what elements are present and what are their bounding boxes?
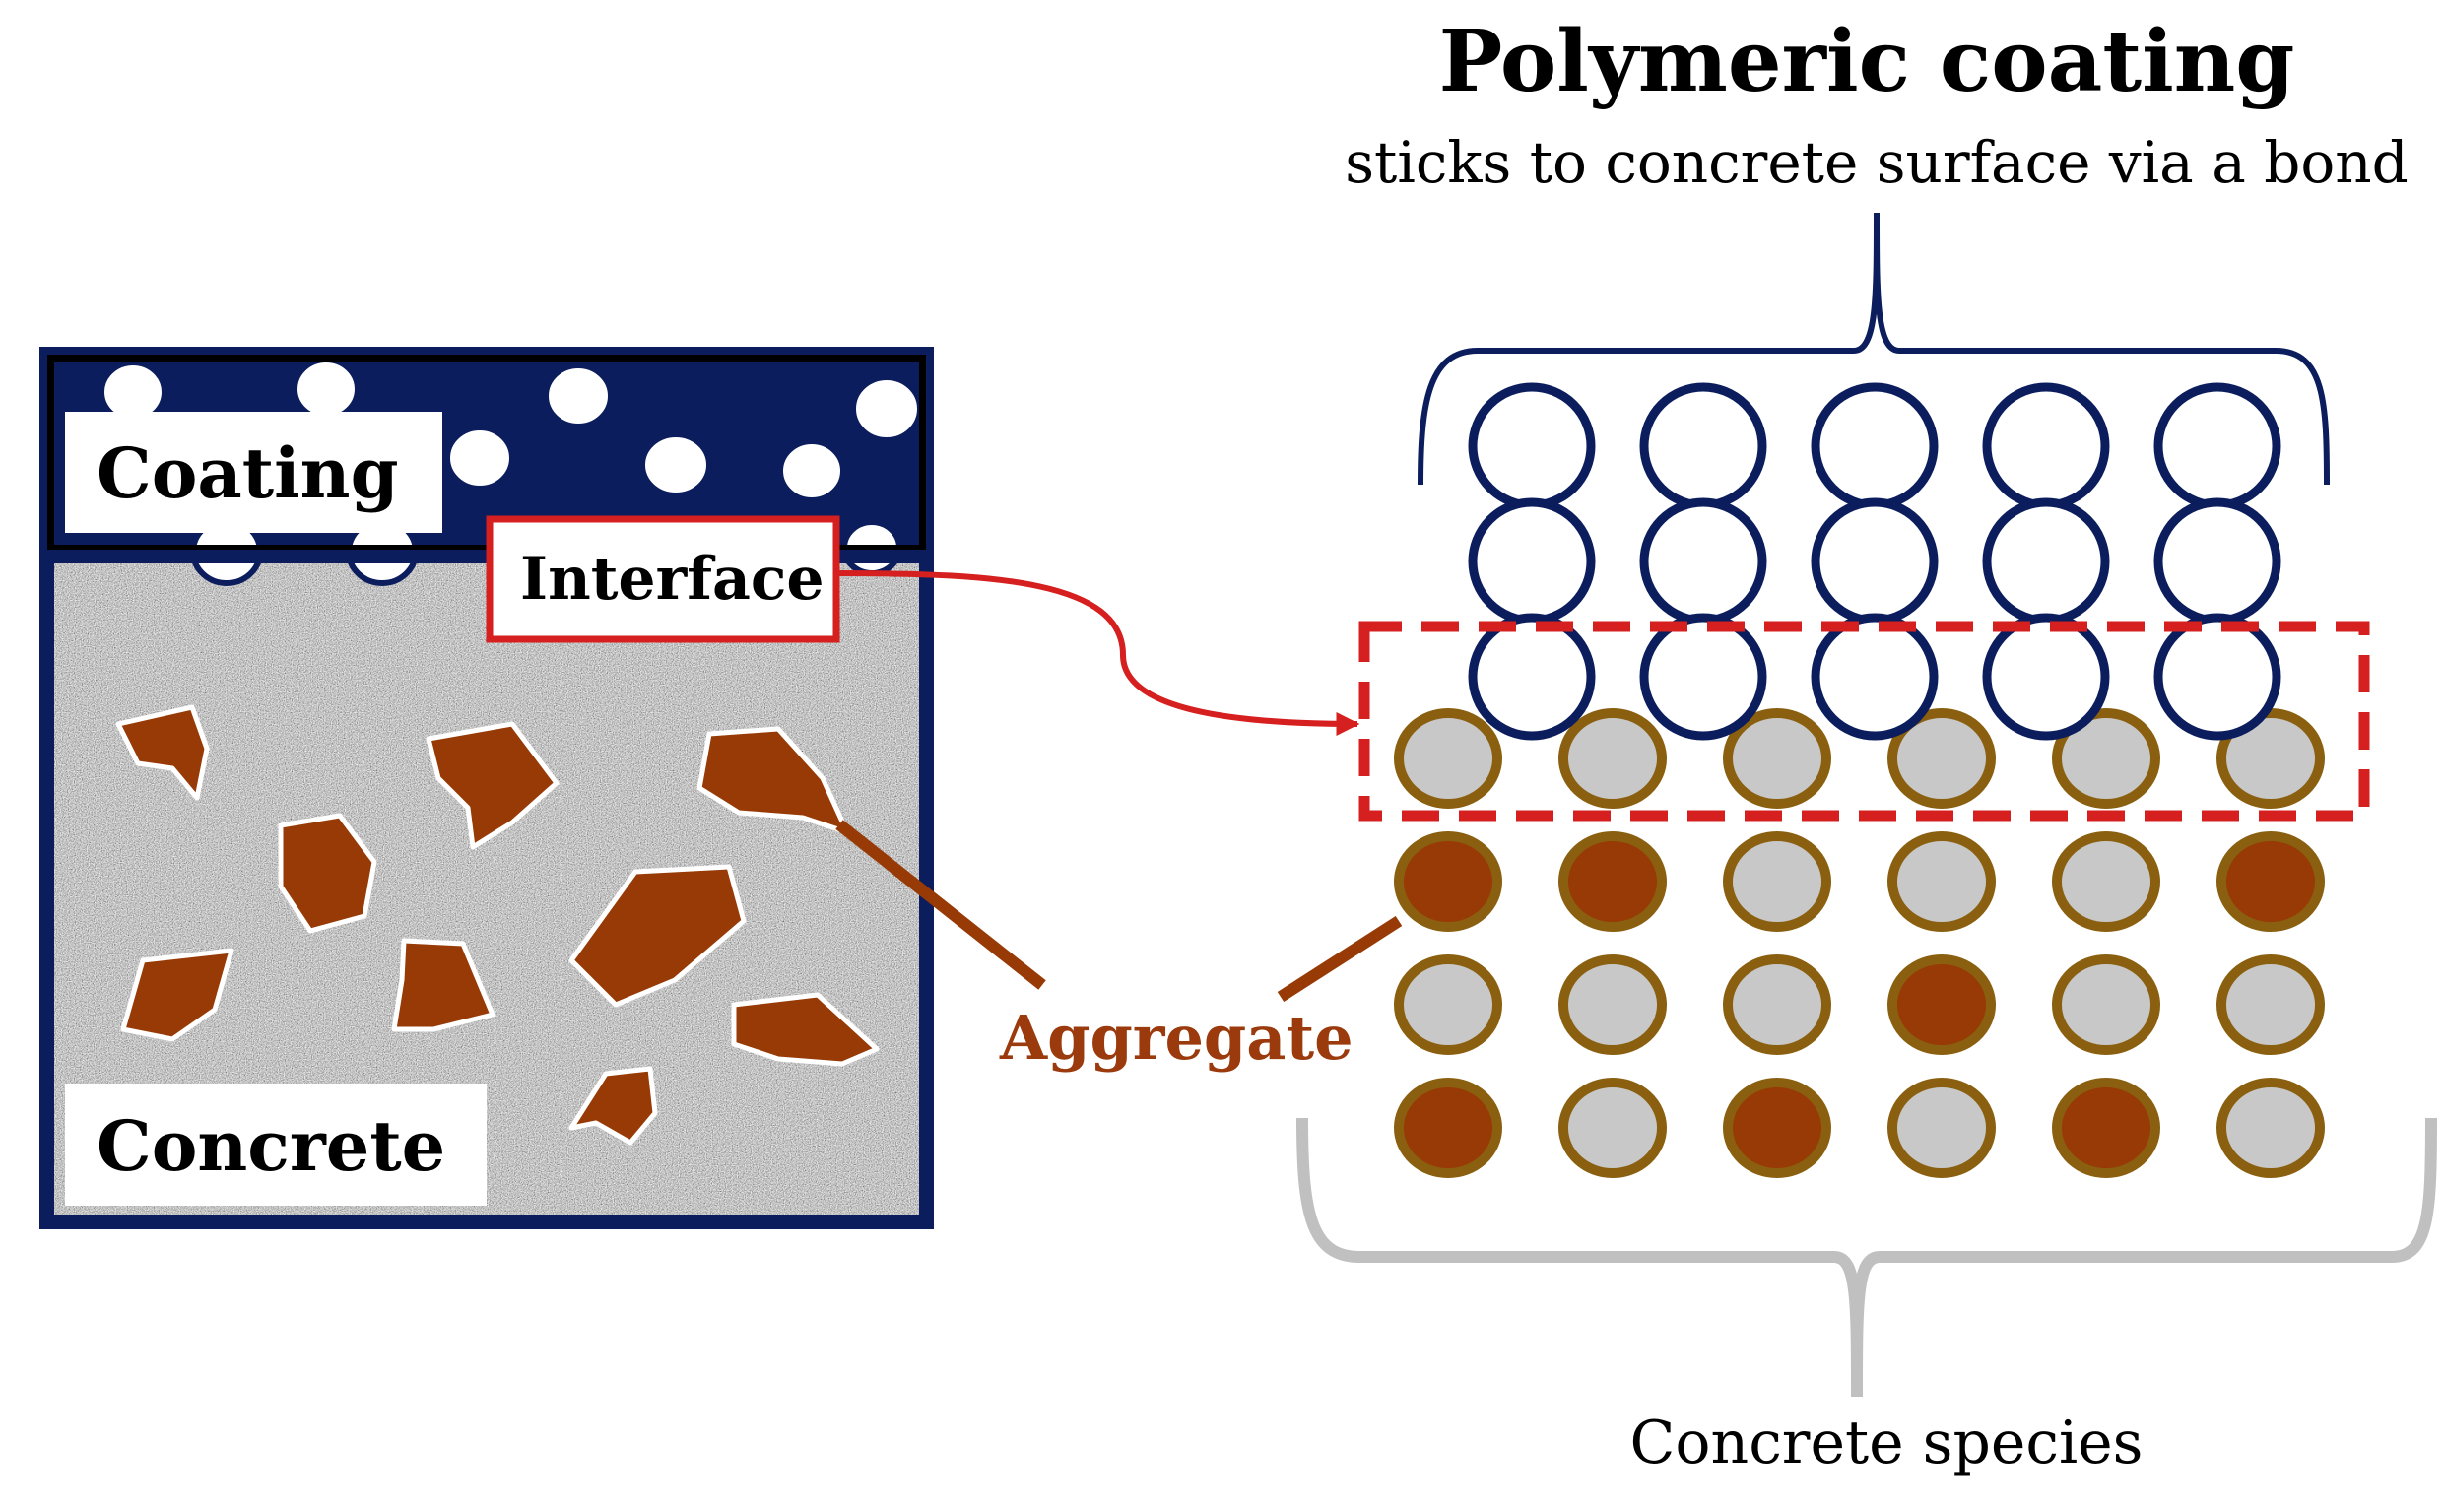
concrete-species-circle bbox=[2216, 708, 2325, 809]
concrete-block-panel: Coating Concrete Interface bbox=[39, 347, 934, 1229]
polymer-molecule-circle bbox=[2153, 382, 2281, 510]
polymer-molecule-circle bbox=[1811, 497, 1939, 625]
aggregate-species-circle bbox=[1558, 831, 1667, 932]
concrete-species-circle bbox=[1887, 708, 1996, 809]
aggregate-piece bbox=[278, 813, 377, 934]
concrete-species-grid bbox=[1394, 708, 2325, 1178]
concrete-species-circle bbox=[1723, 954, 1831, 1055]
concrete-species-label: Concrete species bbox=[1630, 1409, 2144, 1478]
interface-label-box bbox=[486, 515, 840, 643]
polymer-molecule-circle bbox=[1468, 613, 1596, 741]
aggregate-piece bbox=[696, 726, 850, 835]
polymer-molecule-circle bbox=[1639, 497, 1767, 625]
polymer-molecule-circle bbox=[1639, 382, 1767, 510]
concrete-species-circle bbox=[1558, 708, 1667, 809]
aggregate-pointer-right bbox=[1277, 915, 1403, 1003]
polymer-molecule-circle bbox=[1982, 497, 2110, 625]
diagram-title: Polymeric coating bbox=[1439, 12, 2295, 111]
polymer-molecule-circle bbox=[1468, 497, 1596, 625]
aggregate-piece bbox=[568, 1066, 658, 1146]
concrete-species-circle bbox=[2052, 831, 2160, 932]
coating-label-box bbox=[65, 412, 442, 533]
concrete-species-circle bbox=[1394, 708, 1502, 809]
aggregate-species-circle bbox=[2216, 831, 2325, 932]
coating-bubble bbox=[850, 374, 923, 443]
interface-highlight-box bbox=[1358, 621, 2370, 822]
aggregate-species-circle bbox=[1394, 831, 1502, 932]
concrete-species-circle bbox=[2052, 708, 2160, 809]
polymer-molecule-circle bbox=[1982, 613, 2110, 741]
concrete-species-circle bbox=[1558, 1078, 1667, 1178]
concrete-label: Concrete bbox=[97, 1105, 445, 1187]
polymer-molecule-circle bbox=[2153, 497, 2281, 625]
coating-bubble bbox=[292, 357, 361, 422]
aggregate-pieces bbox=[115, 704, 880, 1146]
polymer-molecule-circle bbox=[1811, 382, 1939, 510]
aggregate-piece bbox=[115, 704, 210, 801]
aggregate-piece bbox=[731, 992, 880, 1067]
polymer-molecule-circle bbox=[2153, 613, 2281, 741]
aggregate-pointer-left bbox=[835, 820, 1046, 990]
concrete-species-circle bbox=[1887, 1078, 1996, 1178]
concrete-species-circle bbox=[1558, 954, 1667, 1055]
polymer-molecule-circle bbox=[1639, 613, 1767, 741]
aggregate-piece bbox=[568, 864, 747, 1008]
concrete-species-circle bbox=[1723, 831, 1831, 932]
aggregate-piece bbox=[391, 938, 495, 1032]
polymer-molecule-grid bbox=[1468, 382, 2281, 741]
aggregate-label: Aggregate bbox=[999, 1002, 1354, 1074]
interface-arrow bbox=[838, 570, 1360, 736]
concrete-species-circle bbox=[2216, 954, 2325, 1055]
coating-label: Coating bbox=[97, 432, 399, 514]
aggregate-species-circle bbox=[1887, 954, 1996, 1055]
coating-bubble bbox=[777, 438, 846, 503]
concrete-species-circle bbox=[1723, 708, 1831, 809]
aggregate-piece bbox=[426, 721, 560, 850]
diagram-subtitle: sticks to concrete surface via a bond bbox=[1345, 129, 2409, 196]
aggregate-piece bbox=[120, 948, 234, 1042]
concrete-species-circle bbox=[2216, 1078, 2325, 1178]
coating-brace bbox=[1418, 212, 2330, 486]
concrete-species-brace bbox=[1296, 1117, 2437, 1398]
aggregate-species-circle bbox=[1394, 1078, 1502, 1178]
polymer-molecule-circle bbox=[1982, 382, 2110, 510]
aggregate-species-circle bbox=[1723, 1078, 1831, 1178]
concrete-species-circle bbox=[1887, 831, 1996, 932]
coating-bubble bbox=[639, 431, 712, 498]
concrete-species-circle bbox=[2052, 954, 2160, 1055]
interface-label: Interface bbox=[520, 545, 825, 614]
panel-outer-border bbox=[39, 347, 934, 1229]
concrete-species-circle bbox=[1394, 954, 1502, 1055]
coating-bubble bbox=[543, 362, 614, 429]
polymer-molecule-circle bbox=[1811, 613, 1939, 741]
concrete-label-box bbox=[65, 1084, 487, 1206]
polymer-molecule-circle bbox=[1468, 382, 1596, 510]
coating-bubble bbox=[444, 425, 515, 492]
aggregate-species-circle bbox=[2052, 1078, 2160, 1178]
